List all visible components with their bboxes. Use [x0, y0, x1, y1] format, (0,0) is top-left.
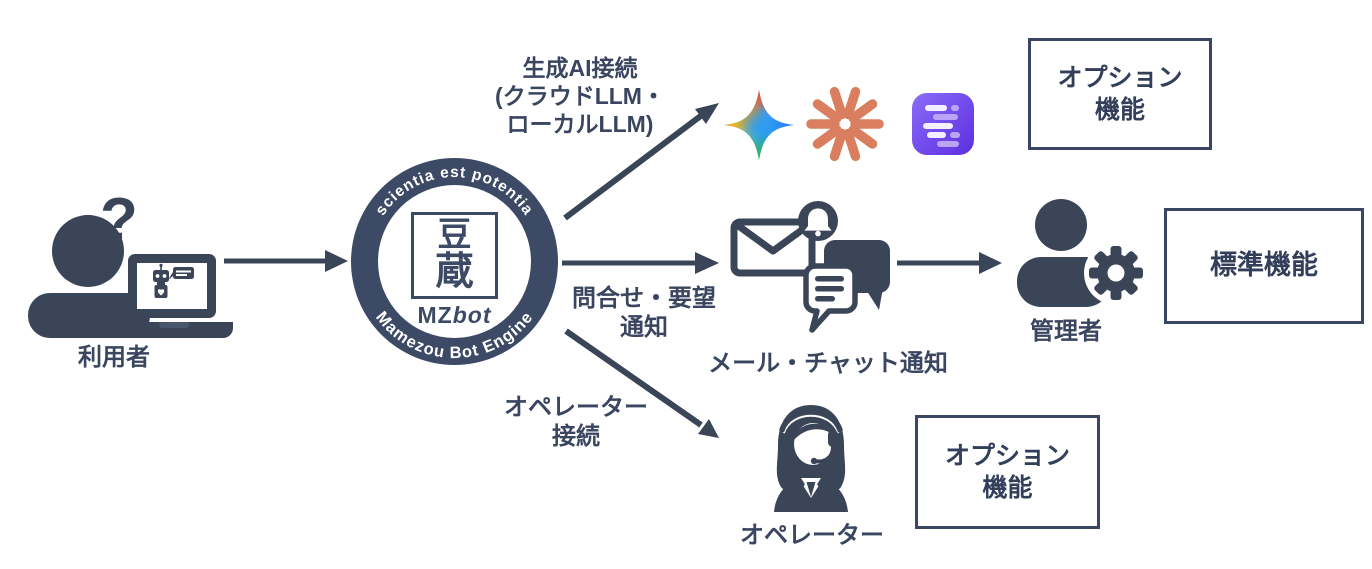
admin-icon	[1017, 199, 1148, 307]
logo-motto-text: scientia est potentia	[372, 164, 535, 219]
user-label: 利用者	[78, 344, 150, 371]
logo-kanji-box: 豆 蔵	[411, 212, 498, 299]
operator-label: オペレーター	[740, 522, 884, 549]
arrow-engine-to-genai	[563, 103, 719, 221]
inquiry-notify-label: 問合せ・要望 通知	[558, 284, 730, 343]
operator-body	[774, 479, 848, 512]
arrow-notification-to-admin	[897, 252, 1002, 274]
mail-notification-icon	[730, 201, 838, 277]
laptop-notch	[159, 322, 189, 328]
logo-kanji-bottom: 蔵	[435, 251, 474, 294]
genai-line1: 生成AI接続	[522, 55, 638, 81]
gemini-icon	[723, 89, 795, 161]
logo-brand-prefix: MZ	[417, 302, 453, 328]
arrow-engine-to-notification	[562, 252, 719, 274]
logo-brand-suffix: bot	[452, 302, 492, 328]
operator-tie	[806, 482, 816, 497]
lm-studio-icon	[912, 93, 974, 155]
mail-chat-notify-label: メール・チャット通知	[708, 350, 948, 377]
chat-bubbles-icon	[803, 240, 890, 333]
claude-icon	[806, 86, 884, 162]
svg-text:scientia est potentia: scientia est potentia	[372, 164, 536, 219]
question-mark: ?	[100, 186, 138, 255]
gear-icon	[1084, 241, 1148, 305]
laptop-chatbot-icon	[115, 254, 233, 338]
genai-line2: (クラウドLLM・	[495, 83, 665, 110]
option-box-genai: オプション 機能	[1028, 38, 1212, 150]
mzbot-engine-logo: scientia est potentia Mamezou Bot Engine…	[351, 158, 558, 365]
option-box-operator-line1: オプション	[944, 441, 1070, 470]
operator-connect-line1: オペレーター	[504, 394, 648, 421]
genai-line3: ローカルLLM)	[506, 111, 654, 138]
headset-band	[779, 409, 843, 433]
laptop-screen	[137, 263, 207, 309]
logo-kanji-top: 豆	[437, 215, 472, 254]
arrow-user-to-engine	[224, 250, 348, 272]
headset-mic	[810, 457, 818, 465]
option-box-genai-line1: オプション	[1057, 63, 1183, 92]
logo-inner-circle	[378, 185, 531, 338]
chatbot-glyph	[153, 263, 194, 298]
envelope-flap	[736, 223, 810, 255]
inquiry-line1: 問合せ・要望	[572, 285, 716, 312]
logo-curved-text: scientia est potentia Mamezou Bot Engine	[372, 164, 536, 362]
chat-bubble-front	[803, 263, 858, 333]
logo-brand: MZbot	[351, 302, 558, 329]
admin-head	[1035, 199, 1087, 251]
operator-headset-icon	[774, 405, 848, 512]
genai-connect-label: 生成AI接続 (クラウドLLM・ ローカルLLM)	[468, 54, 692, 138]
admin-label: 管理者	[1030, 318, 1102, 345]
inquiry-line2: 通知	[620, 314, 668, 342]
headset-earpiece	[828, 430, 838, 447]
laptop-base	[115, 322, 233, 338]
person-head	[52, 215, 124, 287]
arrow-engine-to-operator	[564, 328, 719, 438]
operator-connect-label: オペレーター 接続	[490, 393, 662, 452]
option-box-operator-line2: 機能	[982, 474, 1033, 502]
operator-connect-line2: 接続	[552, 423, 600, 451]
headset-mic-arm	[813, 445, 835, 464]
bell-badge-icon	[798, 201, 838, 241]
option-box-genai-line2: 機能	[1094, 96, 1145, 124]
operator-face	[794, 423, 832, 465]
standard-function-label: 標準機能	[1210, 250, 1318, 281]
operator-bangs	[794, 423, 831, 440]
standard-function-box: 標準機能	[1164, 208, 1364, 324]
option-box-operator: オプション 機能	[915, 415, 1100, 529]
